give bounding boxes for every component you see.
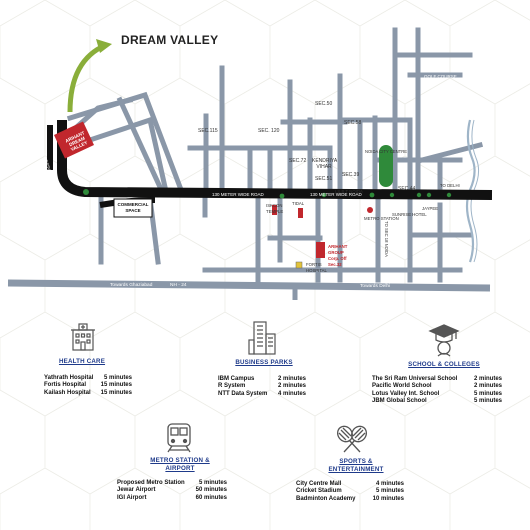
label-arihant-group: ARIHANT GROUP Corp. Off Sec.32 [328,244,348,267]
metro-section: METRO STATION & AIRPORT [140,457,220,473]
label-sec50: SEC.50 [315,101,333,107]
label-sec44: SEC.44 [398,186,416,192]
metro-train-icon [167,423,191,453]
project-logo [54,121,94,159]
label-to-sec18: TO SEC 18 NOIDA [383,221,389,257]
label-sec120: SEC. 120 [258,128,280,134]
label-commercial-space: COMMERCIAL SPACE [117,202,149,213]
nh24-road [7,279,491,292]
label-towards-delhi: Towards Delhi [360,284,391,289]
project-title: DREAM VALLEY [121,33,219,47]
label-sec51: SEC.51 [315,176,333,182]
health-care-title: HEALTH CARE [58,358,106,365]
label-towards-ghaziabad: Towards Ghaziabad [110,283,153,288]
health-care-section: HEALTH CARE [50,358,114,366]
metro-title-line-1: METRO STATION & [150,457,210,464]
commercial-space-box [113,198,153,218]
label-road-130-left: 130 METER WIDE ROAD [212,192,264,197]
label-fortis: FORTIS HOSPITAL [306,262,327,273]
dream-valley-pointer-arrow [67,39,112,113]
sports-title-line-1: SPORTS & [339,458,373,465]
sports-title-line-2: ENTERTAINMENT [328,466,384,473]
business-parks-section: BUSINESS PARKS [224,359,304,367]
sports-section: SPORTS & ENTERTAINMENT [316,458,396,474]
tennis-rackets-icon [337,425,367,453]
business-parks-title: BUSINESS PARKS [235,359,293,366]
metro-title-line-2: AIRPORT [165,465,195,472]
label-nh24: NH - 24 [170,283,187,288]
label-noida-city-centre: NOIDA CITY CENTRE [365,149,408,154]
schools-title: SCHOOL & COLLEGES [408,361,480,368]
label-jaypee: JAYPEE [422,206,439,211]
office-building-icon [248,321,276,355]
label-road-130-right: 130 METER WIDE ROAD [310,192,362,197]
location-map [7,27,493,300]
label-isbt: I.S.B.T NOIDA [335,189,363,194]
local-roads [58,27,484,300]
graduation-cap-icon [428,324,460,357]
label-metro-station: METRO STATION [364,216,399,221]
poi-markers [272,205,373,269]
label-sec39: SEC.39 [342,172,360,178]
label-sec72: SEC.72 [289,158,307,164]
green-highlights [83,145,452,199]
label-sec115: SEC.115 [198,128,218,134]
label-sec58: SEC.58 [344,120,362,126]
label-golf: GOLF COURSE [424,74,457,79]
label-to-delhi: TO DELHI [440,183,460,188]
label-sunrise-hotel: SUNRISE HOTEL [392,212,427,217]
schools-section: SCHOOL & COLLEGES [396,361,492,369]
label-tidal: TIDAL [292,201,305,206]
label-kendriya: KENDRIYA VIHAR [312,158,338,170]
hospital-icon [71,323,95,351]
label-iskcon: ISKCON TEMPLE [266,203,284,214]
